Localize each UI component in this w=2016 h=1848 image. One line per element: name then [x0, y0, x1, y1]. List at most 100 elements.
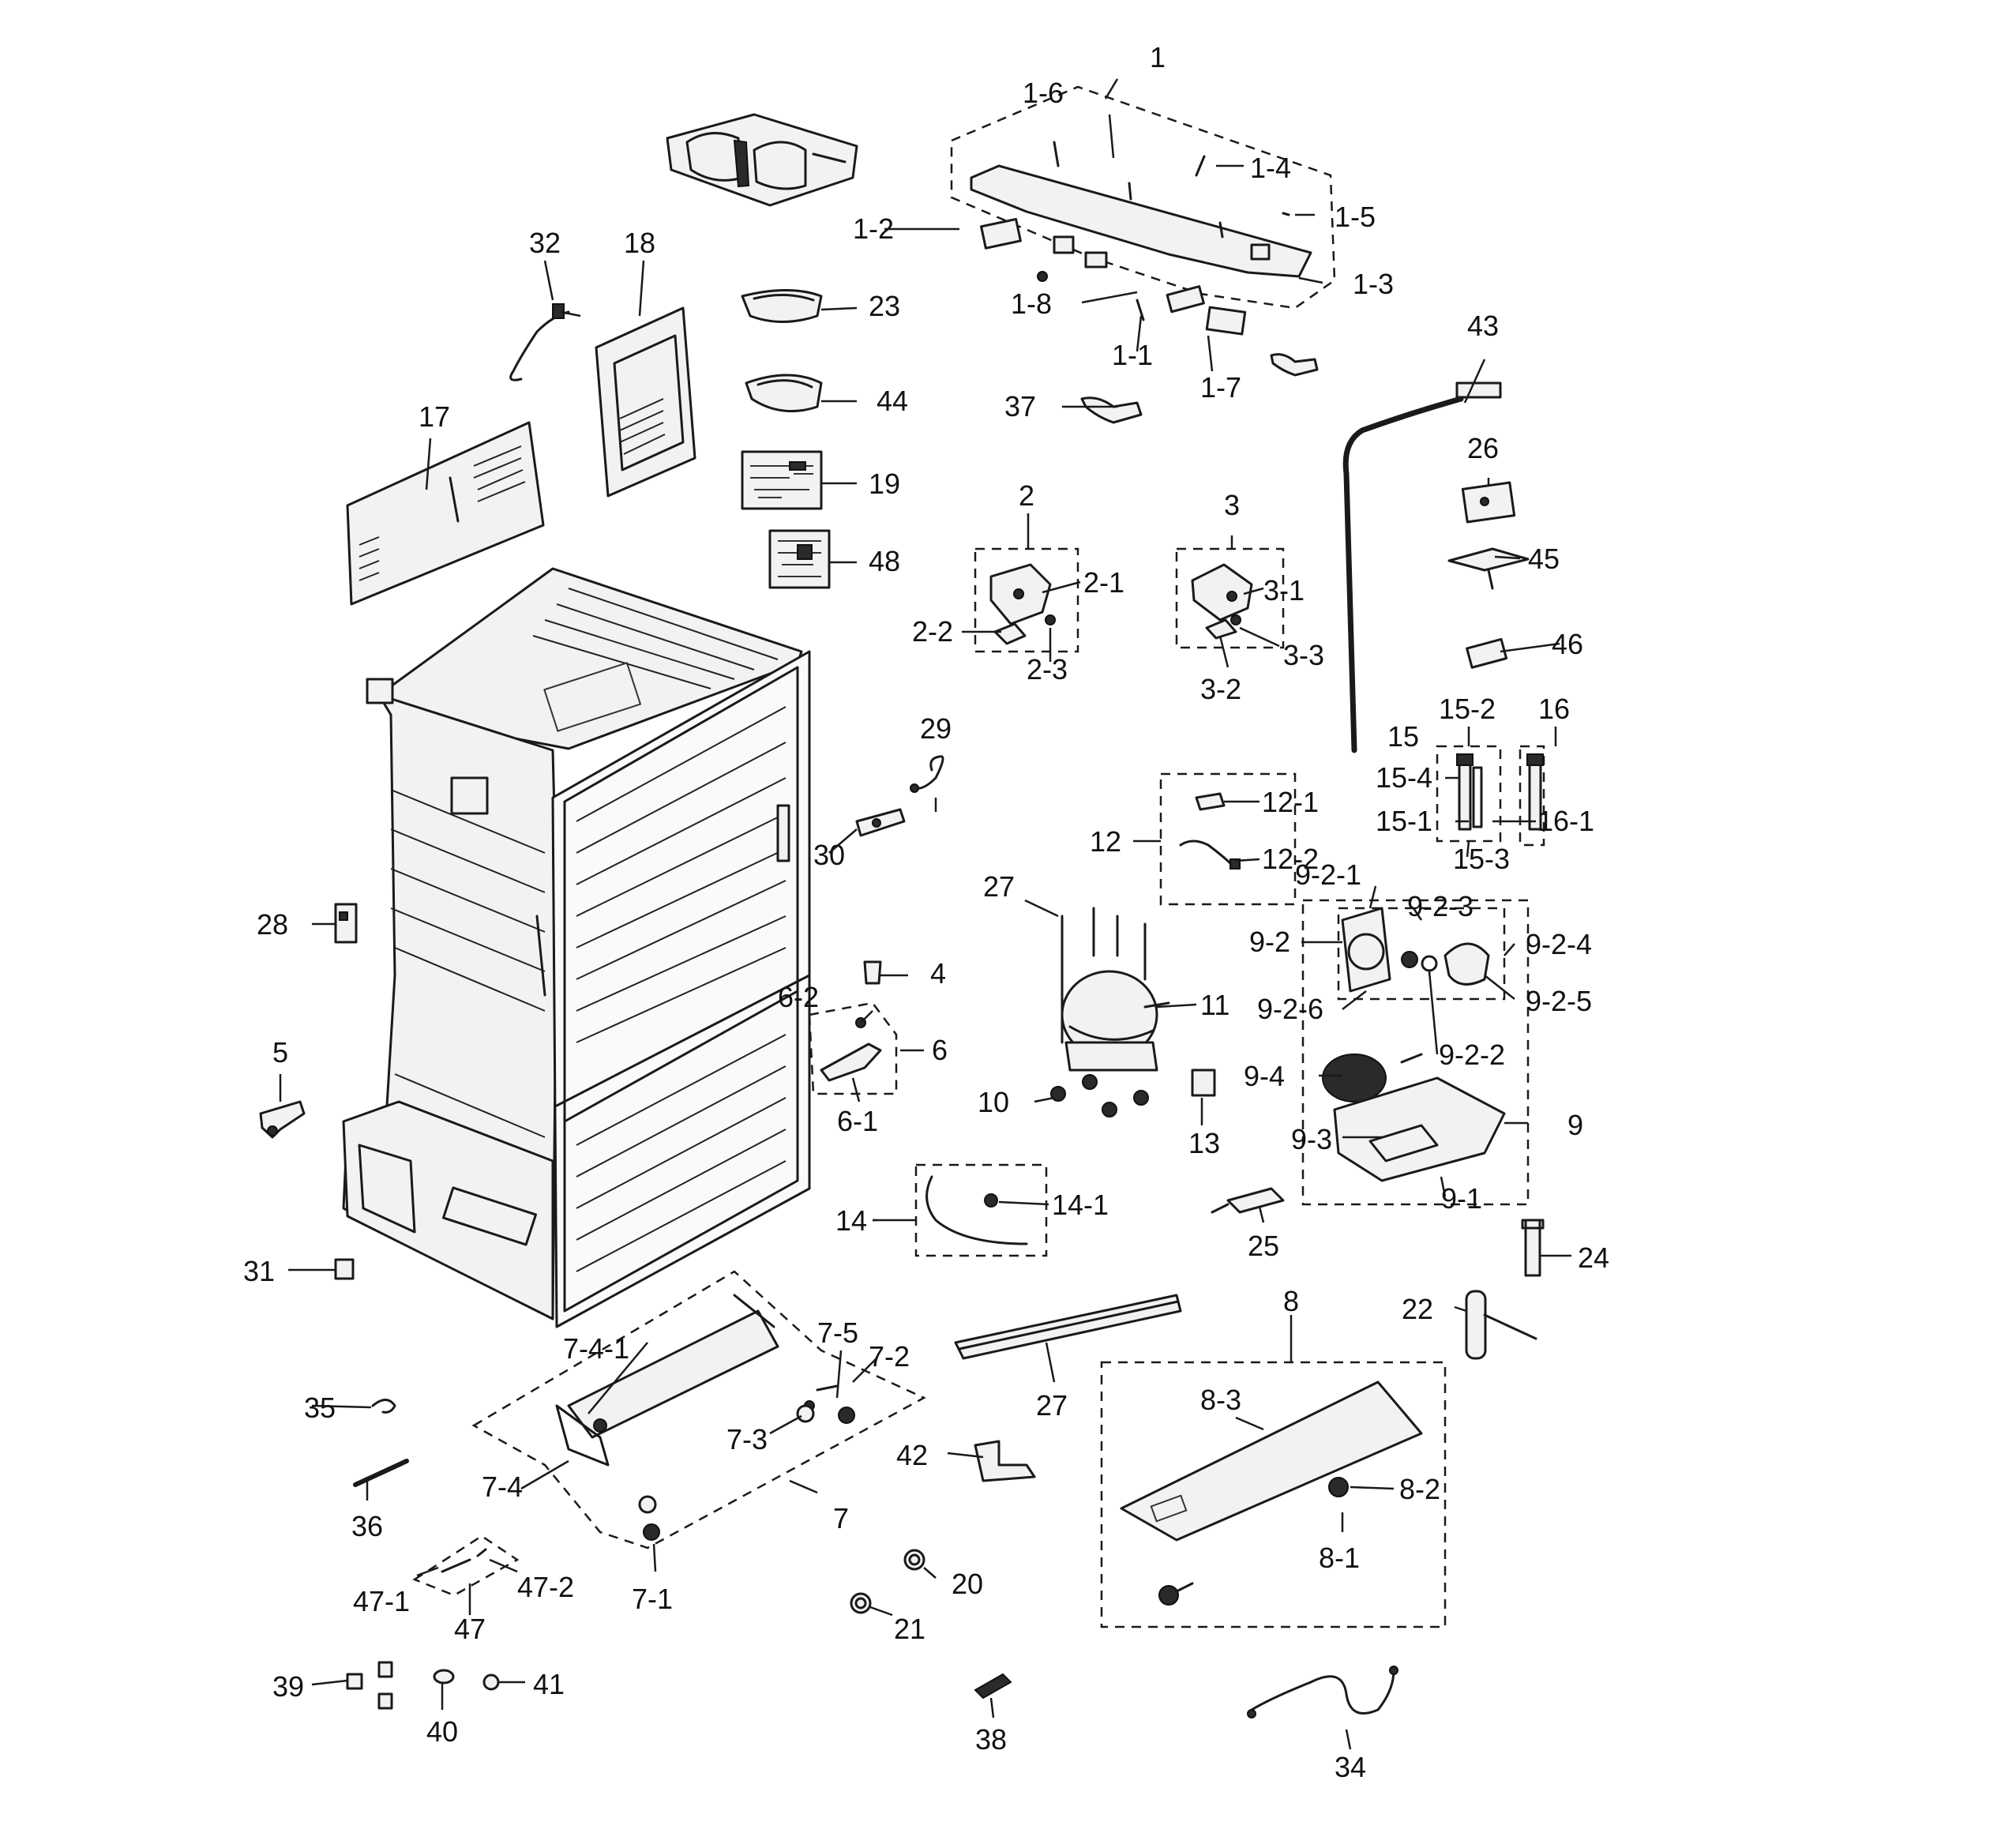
callout-2-2: 2-2 — [912, 615, 953, 648]
callout-1-5: 1-5 — [1335, 201, 1376, 233]
callout-27-channel: 27 — [1036, 1389, 1068, 1422]
water-tube-43 — [1342, 381, 1502, 753]
compressor-11 — [1061, 907, 1170, 1072]
callout-9: 9 — [1567, 1109, 1583, 1141]
callout-9-3: 9-3 — [1291, 1123, 1332, 1155]
callout-29: 29 — [920, 712, 952, 745]
callout-19: 19 — [869, 468, 900, 500]
part-41 — [482, 1673, 500, 1691]
callout-9-2-5: 9-2-5 — [1526, 985, 1592, 1017]
part-42 — [974, 1440, 1036, 1482]
callout-14: 14 — [835, 1204, 867, 1237]
part-23 — [741, 289, 823, 323]
part-44 — [745, 374, 823, 413]
callout-4: 4 — [930, 957, 946, 990]
callout-7-3: 7-3 — [726, 1423, 768, 1455]
part-30 — [855, 808, 906, 837]
part-27-channel — [954, 1294, 1182, 1360]
callout-1-7: 1-7 — [1200, 371, 1241, 404]
bracket-near-1-7 — [1270, 353, 1319, 377]
callout-1-4: 1-4 — [1250, 152, 1291, 184]
refrigerator-cabinet — [342, 567, 811, 1328]
callout-7-4-1: 7-4-1 — [563, 1332, 629, 1365]
callout-1-6: 1-6 — [1023, 77, 1064, 109]
grommets-10 — [1050, 1074, 1149, 1117]
part-45 — [1447, 547, 1530, 590]
callout-13: 13 — [1188, 1127, 1220, 1159]
callout-6-2: 6-2 — [778, 981, 819, 1013]
callout-34: 34 — [1335, 1751, 1366, 1783]
callout-9-2-4: 9-2-4 — [1526, 928, 1592, 960]
callout-1-2: 1-2 — [853, 212, 894, 245]
callout-35: 35 — [304, 1392, 336, 1424]
callout-22: 22 — [1402, 1293, 1433, 1325]
callout-10: 10 — [978, 1086, 1009, 1118]
part-40 — [433, 1669, 455, 1685]
callout-15-1: 15-1 — [1376, 805, 1432, 837]
callout-16: 16 — [1538, 693, 1570, 725]
group-15 — [1436, 745, 1502, 843]
hinge-5 — [259, 1100, 306, 1139]
part-20 — [903, 1549, 925, 1571]
sensor-wire-29 — [910, 755, 944, 793]
callout-15: 15 — [1387, 720, 1419, 753]
callout-12: 12 — [1090, 825, 1121, 858]
callout-47-1: 47-1 — [353, 1585, 410, 1617]
callout-1-1: 1-1 — [1112, 339, 1153, 371]
callout-7-2: 7-2 — [869, 1340, 910, 1373]
callout-9-4: 9-4 — [1244, 1060, 1285, 1092]
callout-6-1: 6-1 — [837, 1105, 878, 1137]
callout-9-2-2: 9-2-2 — [1439, 1039, 1505, 1071]
callout-40: 40 — [426, 1715, 458, 1748]
callout-14-1: 14-1 — [1052, 1189, 1109, 1221]
callout-20: 20 — [952, 1568, 983, 1600]
part-28 — [334, 903, 358, 944]
callout-1-8: 1-8 — [1011, 287, 1052, 320]
callout-3-3: 3-3 — [1283, 639, 1324, 671]
part-24 — [1521, 1219, 1545, 1277]
pcb-19 — [741, 450, 823, 510]
leader-lines — [279, 78, 1571, 1750]
callout-7-1: 7-1 — [632, 1583, 673, 1615]
callout-30: 30 — [813, 839, 845, 871]
cover-panel-18 — [595, 306, 696, 498]
fan-duct-housing — [666, 113, 858, 207]
callout-27-compressor: 27 — [983, 870, 1015, 903]
callout-41: 41 — [533, 1668, 565, 1700]
callout-16-1: 16-1 — [1537, 805, 1594, 837]
part-25 — [1211, 1187, 1285, 1214]
callout-28: 28 — [257, 908, 288, 941]
part-39 — [346, 1661, 393, 1710]
callout-2-3: 2-3 — [1027, 653, 1068, 685]
part-4 — [863, 960, 882, 985]
callout-2-1: 2-1 — [1083, 566, 1124, 599]
callout-44: 44 — [877, 385, 908, 417]
part-21 — [850, 1592, 872, 1614]
callout-3: 3 — [1224, 489, 1240, 521]
callout-7: 7 — [833, 1502, 849, 1534]
group-16 — [1519, 745, 1545, 847]
callout-15-3: 15-3 — [1453, 843, 1510, 875]
callout-11: 11 — [1200, 989, 1229, 1021]
callout-9-2: 9-2 — [1249, 926, 1290, 958]
callout-36: 36 — [351, 1510, 383, 1542]
callout-15-2: 15-2 — [1439, 693, 1496, 725]
callout-26: 26 — [1467, 432, 1499, 464]
base-group-7 — [471, 1270, 926, 1549]
callout-9-2-1: 9-2-1 — [1295, 858, 1361, 891]
callout-labels: 1 1-1 1-2 1-3 1-4 1-5 1-6 1-7 1-8 2 2-1 … — [243, 41, 1609, 1783]
group-47 — [412, 1534, 520, 1597]
callout-7-4: 7-4 — [482, 1471, 523, 1503]
callout-31: 31 — [243, 1255, 275, 1287]
part-46 — [1466, 637, 1508, 669]
bracket-37 — [1080, 396, 1143, 424]
callout-3-1: 3-1 — [1263, 574, 1305, 607]
hinge-group-2 — [974, 547, 1079, 653]
callout-47-2: 47-2 — [517, 1571, 574, 1603]
callout-38: 38 — [975, 1723, 1007, 1756]
callout-9-1: 9-1 — [1441, 1182, 1482, 1215]
hinge-group-3 — [1175, 547, 1285, 649]
callout-18: 18 — [624, 227, 655, 259]
callout-7-5: 7-5 — [817, 1317, 858, 1349]
